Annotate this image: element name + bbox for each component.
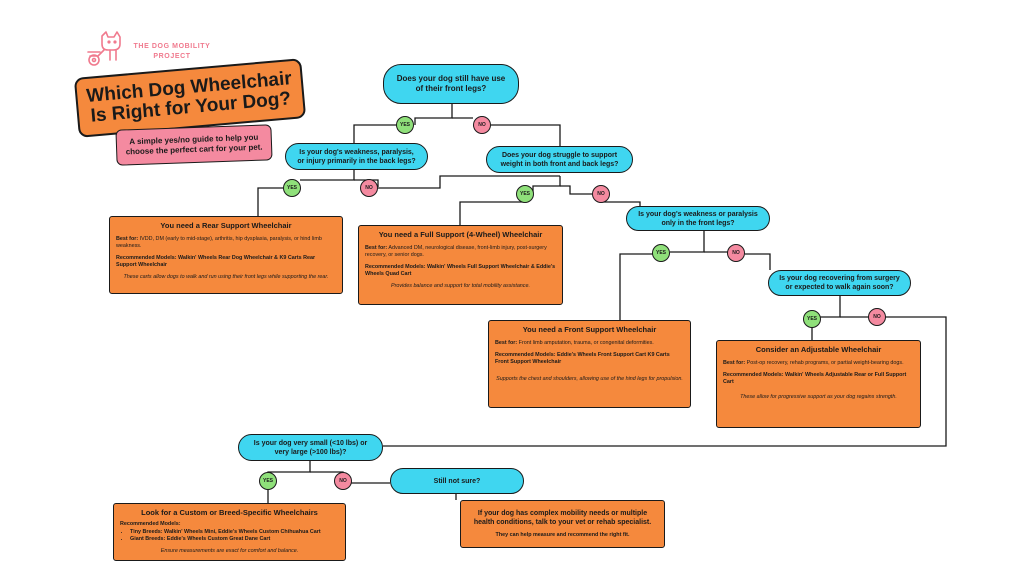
models-label: Recommended Models:: [365, 264, 426, 270]
result-title: Consider an Adjustable Wheelchair: [755, 345, 882, 354]
brand-line-1: THE DOG MOBILITY: [133, 43, 211, 50]
models-label: Recommended Models:: [120, 521, 181, 527]
best-label: Best for:: [495, 340, 518, 346]
result-full-support: You need a Full Support (4-Wheel) Wheelc…: [358, 225, 563, 305]
page-subtitle: A simple yes/no guide to help you choose…: [115, 124, 273, 166]
question-text: Does your dog struggle to support weight…: [500, 151, 619, 168]
result-models: Recommended Models: Walkin' Wheels Rear …: [116, 255, 336, 269]
question-text: Does your dog still have use of their fr…: [396, 74, 506, 93]
result-note: They can help measure and recommend the …: [495, 532, 630, 538]
result-models: Recommended Models: Walkin' Wheels Adjus…: [723, 372, 914, 386]
models-text: Eddie's Wheels Front Support Cart K9 Car…: [495, 352, 670, 365]
yes-badge: YES: [803, 310, 821, 328]
question-text: Still not sure?: [433, 477, 481, 485]
question-text: Is your dog's weakness or paralysis only…: [638, 210, 758, 227]
best-text: IVDD, DM (early to mid-stage), arthritis…: [116, 236, 322, 249]
result-models: Recommended Models: Walkin' Wheels Full …: [365, 264, 556, 278]
question-both-legs: Does your dog struggle to support weight…: [486, 146, 633, 173]
question-not-sure: Still not sure?: [390, 468, 524, 494]
result-best-for: Best for: Front limb amputation, trauma,…: [495, 340, 684, 347]
yes-badge: YES: [283, 179, 301, 197]
question-dog-size: Is your dog very small (<10 lbs) or very…: [238, 434, 383, 461]
best-label: Best for:: [365, 245, 388, 251]
best-label: Best for:: [723, 360, 746, 366]
result-note: These allow for progressive support as y…: [740, 394, 897, 400]
no-badge: NO: [592, 185, 610, 203]
result-models: Recommended Models: Eddie's Wheels Front…: [495, 352, 684, 366]
result-front-support: You need a Front Support Wheelchair Best…: [488, 320, 691, 408]
models-label: Recommended Models:: [116, 255, 177, 261]
logo: [84, 30, 128, 68]
no-badge: NO: [727, 244, 745, 262]
result-talk-to-vet: If your dog has complex mobility needs o…: [460, 500, 665, 548]
result-best-for: Best for: Post-op recovery, rehab progra…: [723, 360, 914, 367]
models-label: Recommended Models:: [495, 352, 556, 358]
question-text: Is your dog very small (<10 lbs) or very…: [253, 439, 368, 456]
models-text: Walkin' Wheels Rear Dog Wheelchair & K9 …: [116, 255, 316, 268]
result-title: You need a Rear Support Wheelchair: [160, 221, 292, 230]
question-text: Is your dog's weakness, paralysis, or in…: [297, 148, 416, 165]
result-best-for: Best for: IVDD, DM (early to mid-stage),…: [116, 236, 336, 250]
result-title: If your dog has complex mobility needs o…: [473, 510, 652, 526]
result-adjustable: Consider an Adjustable Wheelchair Best f…: [716, 340, 921, 428]
question-text: Is your dog recovering from surgery or e…: [779, 275, 900, 291]
question-recovering: Is your dog recovering from surgery or e…: [768, 270, 911, 296]
no-badge: NO: [360, 179, 378, 197]
result-title: You need a Front Support Wheelchair: [522, 325, 657, 334]
list-item: Tiny Breeds: Walkin' Wheels Mini, Eddie'…: [130, 529, 339, 536]
dog-wheelchair-icon: [87, 31, 121, 66]
models-text: Walkin' Wheels Full Support Wheelchair &…: [365, 264, 556, 277]
brand-line-2: PROJECT: [153, 53, 191, 60]
no-badge: NO: [473, 116, 491, 134]
best-text: Front limb amputation, trauma, or congen…: [518, 340, 654, 346]
result-title: You need a Full Support (4-Wheel) Wheelc…: [378, 230, 543, 239]
question-front-only: Is your dog's weakness or paralysis only…: [626, 206, 770, 231]
result-note: Provides balance and support for total m…: [390, 283, 531, 289]
result-note: Supports the chest and shoulders, allowi…: [496, 376, 683, 382]
result-note: Ensure measurements are exact for comfor…: [160, 548, 299, 554]
yes-badge: YES: [396, 116, 414, 134]
no-badge: NO: [334, 472, 352, 490]
yes-badge: YES: [259, 472, 277, 490]
best-label: Best for:: [116, 236, 139, 242]
best-text: Post-op recovery, rehab programs, or par…: [746, 360, 904, 366]
question-back-legs: Is your dog's weakness, paralysis, or in…: [285, 143, 428, 170]
result-best-for: Best for: Advanced DM, neurological dise…: [365, 245, 556, 259]
result-rear-support: You need a Rear Support Wheelchair Best …: [109, 216, 343, 294]
question-front-legs: Does your dog still have use of their fr…: [383, 64, 519, 104]
result-custom-breed: Look for a Custom or Breed-Specific Whee…: [113, 503, 346, 561]
yes-badge: YES: [516, 185, 534, 203]
no-badge: NO: [868, 308, 886, 326]
custom-model-list: Tiny Breeds: Walkin' Wheels Mini, Eddie'…: [120, 529, 339, 543]
models-text: Walkin' Wheels Adjustable Rear or Full S…: [723, 372, 907, 385]
models-label: Recommended Models:: [723, 372, 784, 378]
yes-badge: YES: [652, 244, 670, 262]
best-text: Advanced DM, neurological disease, front…: [365, 245, 547, 258]
result-note: These carts allow dogs to walk and run u…: [123, 274, 329, 280]
result-title: Look for a Custom or Breed-Specific Whee…: [141, 508, 318, 517]
list-item: Giant Breeds: Eddie's Wheels Custom Grea…: [130, 536, 339, 543]
result-models: Recommended Models:: [120, 521, 339, 528]
brand-name: THE DOG MOBILITY PROJECT: [130, 42, 214, 62]
